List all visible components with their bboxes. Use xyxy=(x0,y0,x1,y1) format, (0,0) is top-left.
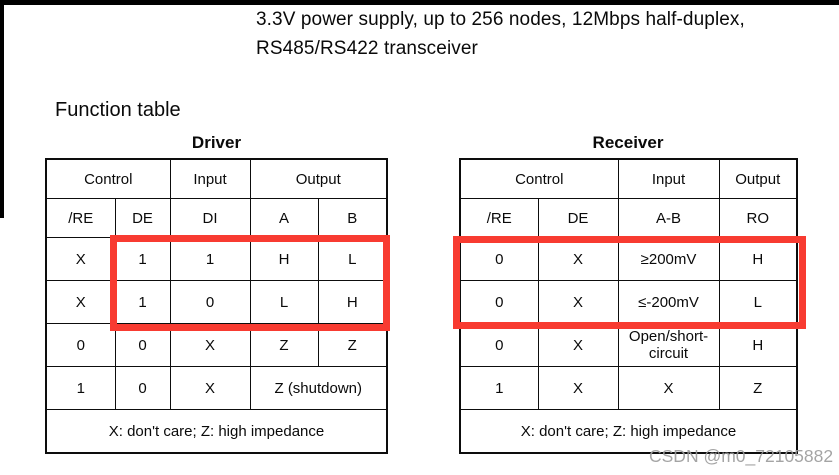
cell: 1 xyxy=(169,237,251,281)
driver-table-title: Driver xyxy=(191,133,242,152)
cell: Open/short-circuit xyxy=(617,323,720,367)
driver-col-re: /RE xyxy=(45,198,116,238)
cell: X xyxy=(537,323,619,367)
header-line-1: 3.3V power supply, up to 256 nodes, 12Mb… xyxy=(256,9,745,30)
receiver-group-input: Input xyxy=(617,158,720,199)
driver-row-1: X 1 1 H L xyxy=(45,237,388,281)
cell: 0 xyxy=(459,280,539,324)
receiver-footnote: X: don't care; Z: high impedance xyxy=(459,409,798,454)
cell: 0 xyxy=(459,323,539,367)
cell: X xyxy=(45,280,116,324)
receiver-row-3: 0 X Open/short-circuit H xyxy=(459,323,798,367)
driver-function-table: Control Input Output /RE DE DI A B X 1 1… xyxy=(45,158,389,454)
cell: ≤-200mV xyxy=(617,280,720,324)
cell: 1 xyxy=(114,280,171,324)
cell: Z xyxy=(317,323,388,367)
receiver-col-re: /RE xyxy=(459,198,539,238)
cell: 1 xyxy=(114,237,171,281)
cell: X xyxy=(617,366,720,410)
receiver-group-control: Control xyxy=(459,158,619,199)
receiver-group-output: Output xyxy=(718,158,798,199)
receiver-col-ro: RO xyxy=(718,198,798,238)
cell: X xyxy=(169,323,251,367)
driver-row-3: 0 0 X Z Z xyxy=(45,323,388,367)
driver-group-output: Output xyxy=(249,158,388,199)
receiver-group-header-row: Control Input Output xyxy=(459,158,798,199)
driver-row-4: 1 0 X Z (shutdown) xyxy=(45,366,388,410)
cell: 0 xyxy=(114,366,171,410)
driver-group-control: Control xyxy=(45,158,171,199)
cell: H xyxy=(718,323,798,367)
receiver-row-2: 0 X ≤-200mV L xyxy=(459,280,798,324)
receiver-col-de: DE xyxy=(537,198,619,238)
cell: H xyxy=(249,237,319,281)
receiver-row-4: 1 X X Z xyxy=(459,366,798,410)
cell: X xyxy=(537,280,619,324)
cell: H xyxy=(718,237,798,281)
cell: ≥200mV xyxy=(617,237,720,281)
driver-col-a: A xyxy=(249,198,319,238)
cell: L xyxy=(718,280,798,324)
cell: X xyxy=(45,237,116,281)
cell: L xyxy=(249,280,319,324)
receiver-column-header-row: /RE DE A-B RO xyxy=(459,198,798,238)
receiver-table-title: Receiver xyxy=(592,133,664,152)
driver-footnote-row: X: don't care; Z: high impedance xyxy=(45,409,388,454)
cell: 0 xyxy=(169,280,251,324)
cell: L xyxy=(317,237,388,281)
driver-col-de: DE xyxy=(114,198,171,238)
cell: X xyxy=(537,366,619,410)
cell-shutdown: Z (shutdown) xyxy=(249,366,388,410)
left-border-rule xyxy=(0,0,4,218)
cell: 0 xyxy=(114,323,171,367)
driver-group-header-row: Control Input Output xyxy=(45,158,388,199)
receiver-col-ab: A-B xyxy=(617,198,720,238)
watermark: CSDN @m0_72105882 xyxy=(649,446,834,466)
page-header-text: 3.3V power supply, up to 256 nodes, 12Mb… xyxy=(256,5,745,63)
cell: H xyxy=(317,280,388,324)
receiver-row-1: 0 X ≥200mV H xyxy=(459,237,798,281)
header-line-2: RS485/RS422 transceiver xyxy=(256,38,478,59)
cell: 1 xyxy=(45,366,116,410)
cell: 1 xyxy=(459,366,539,410)
top-border-rule xyxy=(0,0,839,5)
section-title: Function table xyxy=(55,99,181,121)
cell: 0 xyxy=(45,323,116,367)
cell: X xyxy=(537,237,619,281)
cell: Z xyxy=(249,323,319,367)
driver-footnote: X: don't care; Z: high impedance xyxy=(45,409,388,454)
cell: 0 xyxy=(459,237,539,281)
cell: Z xyxy=(718,366,798,410)
receiver-footnote-row: X: don't care; Z: high impedance xyxy=(459,409,798,454)
driver-col-b: B xyxy=(317,198,388,238)
driver-row-2: X 1 0 L H xyxy=(45,280,388,324)
cell: X xyxy=(169,366,251,410)
driver-column-header-row: /RE DE DI A B xyxy=(45,198,388,238)
receiver-function-table: Control Input Output /RE DE A-B RO 0 X ≥… xyxy=(459,158,799,454)
driver-col-di: DI xyxy=(169,198,251,238)
driver-group-input: Input xyxy=(169,158,251,199)
